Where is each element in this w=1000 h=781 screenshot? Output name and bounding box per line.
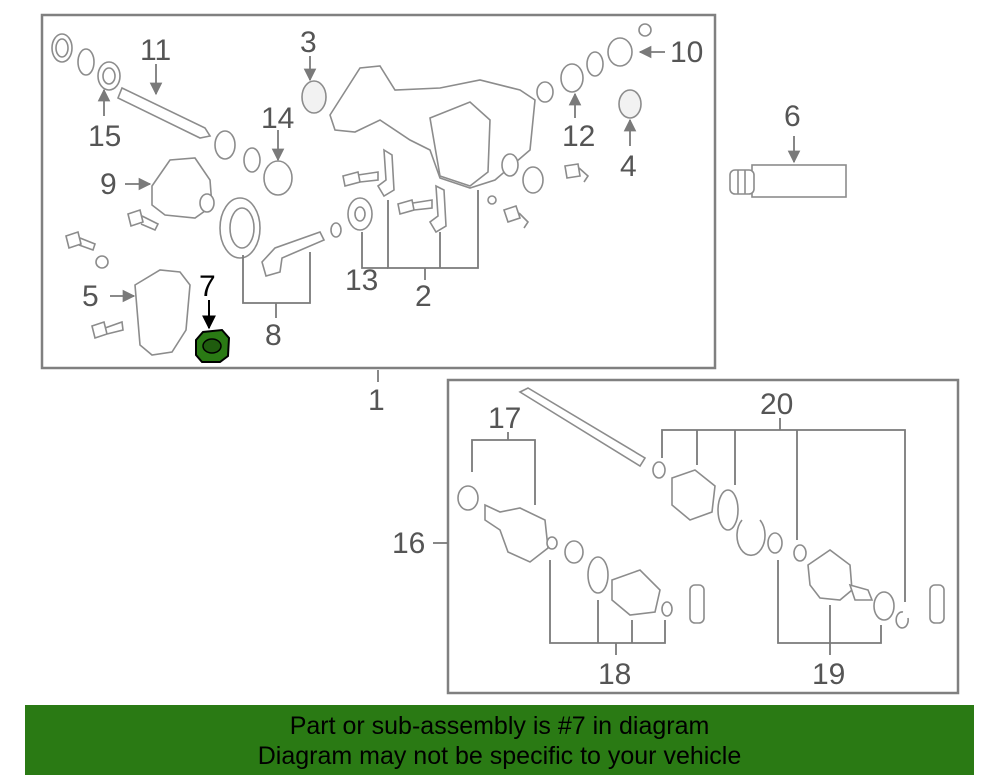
callout-18: 18 — [598, 658, 631, 691]
callout-5: 5 — [82, 280, 99, 313]
callout-8: 8 — [265, 319, 282, 352]
banner-line-1: Part or sub-assembly is #7 in diagram — [289, 712, 710, 740]
callout-12: 12 — [562, 120, 595, 153]
callout-13: 13 — [345, 264, 378, 297]
callout-11: 11 — [140, 34, 171, 67]
lower-parts-group — [457, 387, 945, 629]
callout-19: 19 — [812, 658, 845, 691]
notice-banner: Part or sub-assembly is #7 in diagram Di… — [25, 705, 974, 775]
upper-parts-group — [51, 23, 652, 356]
callout-4: 4 — [620, 150, 637, 183]
leader-lines — [97, 45, 906, 655]
highlighted-part-7 — [195, 328, 231, 363]
callout-20: 20 — [760, 388, 793, 421]
callout-15: 15 — [88, 120, 121, 153]
callout-16: 16 — [392, 527, 425, 560]
callout-6: 6 — [784, 100, 801, 133]
callout-9: 9 — [100, 168, 117, 201]
callout-14: 14 — [261, 102, 294, 135]
callout-7: 7 — [199, 270, 216, 303]
callout-10: 10 — [670, 36, 703, 69]
callout-17: 17 — [488, 402, 521, 435]
sealant-tube-part — [729, 164, 847, 198]
callout-3: 3 — [300, 26, 317, 59]
callout-1: 1 — [368, 384, 385, 417]
callout-numbers: 11 15 3 14 9 10 12 4 6 5 7 8 13 2 1 16 1… — [82, 26, 845, 691]
callout-2: 2 — [415, 280, 432, 313]
banner-line-2: Diagram may not be specific to your vehi… — [257, 742, 742, 770]
